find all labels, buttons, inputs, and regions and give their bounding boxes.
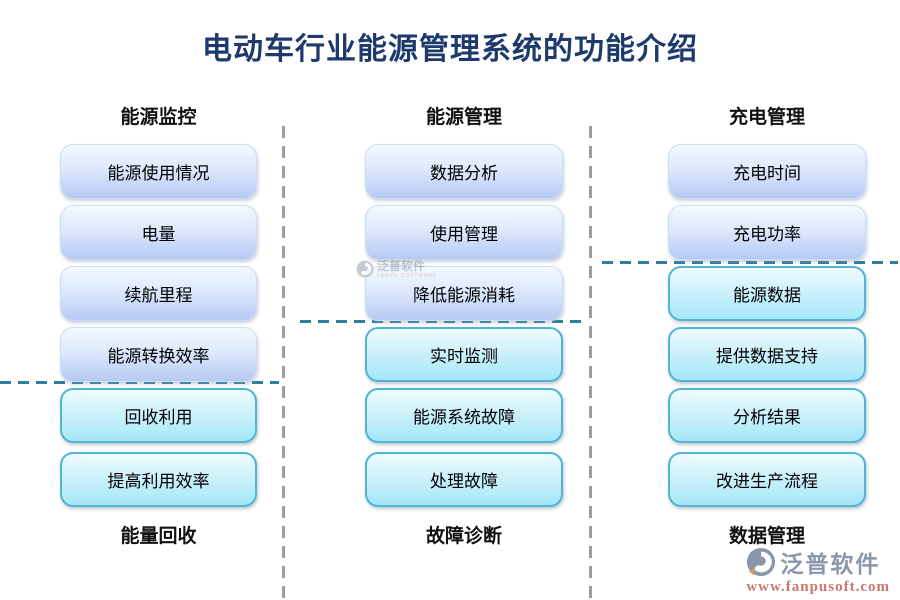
column-header: 能源监控 [120,107,197,128]
feature-box: 充电时间 [668,144,866,199]
column-data-management: 充电管理 充电时间 充电功率 能源数据 提供数据支持 分析结果 改进生产流程 数… [668,0,866,600]
vertical-divider-1 [282,126,285,600]
feature-box: 分析结果 [668,388,866,443]
feature-box: 提供数据支持 [668,327,866,382]
column-footer: 数据管理 [728,526,805,547]
feature-box: 回收利用 [60,388,257,443]
vertical-divider-2 [589,126,592,600]
column-fault-diagnosis: 能源管理 数据分析 使用管理 降低能源消耗 实时监测 能源系统故障 处理故障 故… [365,0,563,600]
feature-box: 续航里程 [60,266,257,321]
horizontal-divider-energy-monitoring [0,381,279,384]
feature-box: 充电功率 [668,205,866,260]
feature-box: 数据分析 [365,144,563,199]
column-footer: 故障诊断 [425,526,502,547]
brand-url: www.fanpusoft.com [746,579,890,595]
feature-box: 能源数据 [668,266,866,321]
feature-box: 提高利用效率 [60,452,257,507]
column-energy-monitoring: 能源监控 能源使用情况 电量 续航里程 能源转换效率 回收利用 提高利用效率 能… [60,0,257,600]
column-header: 能源管理 [425,107,502,128]
feature-box: 实时监测 [365,327,563,382]
watermark: 泛普软件 FANPU SOFTWARE [356,260,437,279]
feature-box: 处理故障 [365,452,563,507]
horizontal-divider-charging-management [602,261,898,264]
watermark-name: 泛普软件 [377,259,426,273]
feature-box: 能源使用情况 [60,144,257,199]
brand-logo: 泛普软件 www.fanpusoft.com [746,545,890,596]
watermark-subtext: FANPU SOFTWARE [377,273,438,279]
column-footer: 能量回收 [120,526,197,547]
column-header: 充电管理 [728,107,805,128]
feature-box: 使用管理 [365,205,563,260]
feature-box: 改进生产流程 [668,452,866,507]
feature-box: 降低能源消耗 [365,266,563,321]
watermark-logo-icon [356,260,374,278]
horizontal-divider-energy-management [300,320,586,323]
brand-logo-icon [746,547,776,577]
feature-box: 能源系统故障 [365,388,563,443]
brand-name: 泛普软件 [780,551,881,577]
feature-box: 电量 [60,205,257,260]
diagram-title: 电动车行业能源管理系统的功能介绍 [202,33,698,66]
feature-box: 能源转换效率 [60,327,257,382]
